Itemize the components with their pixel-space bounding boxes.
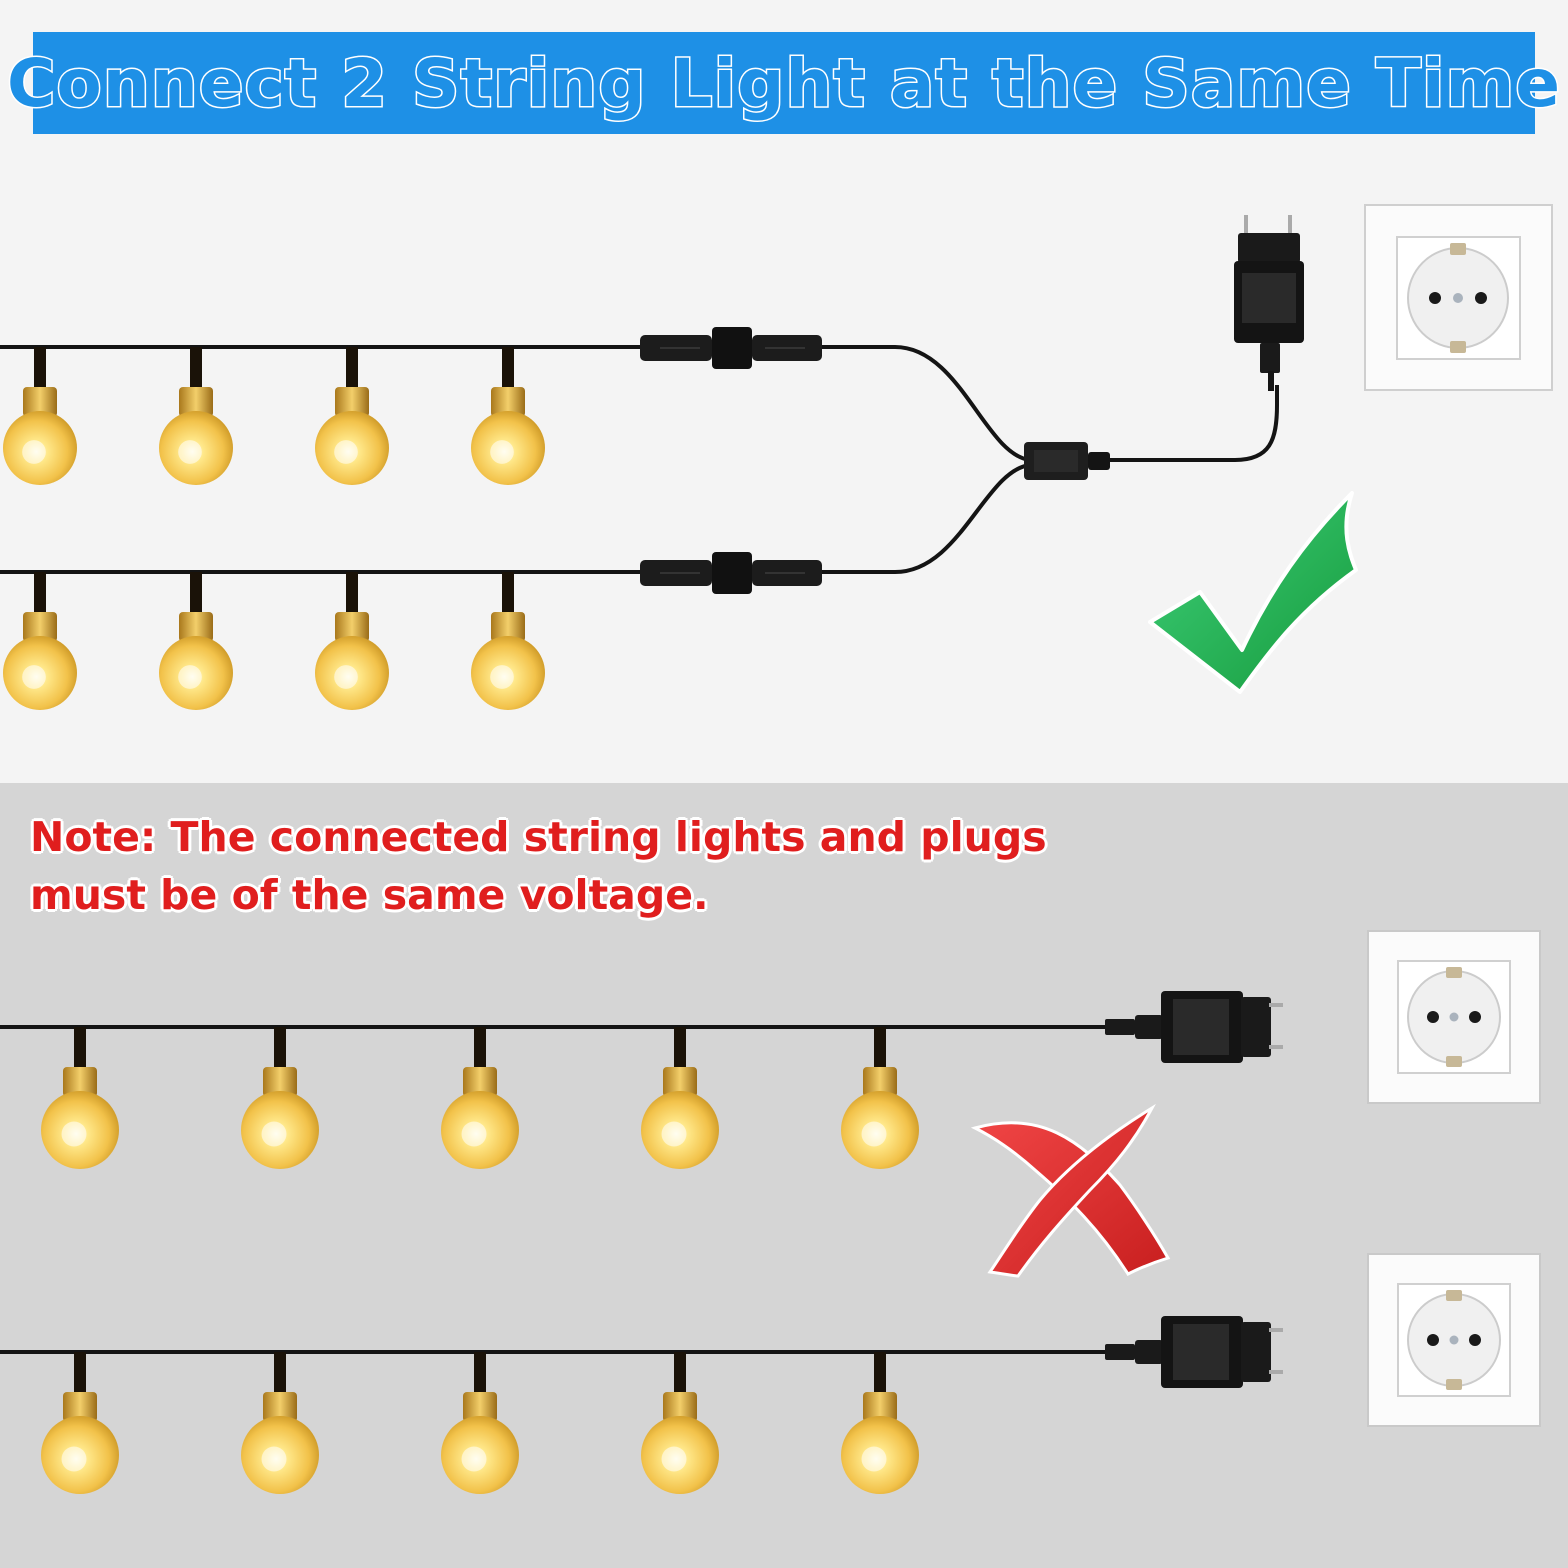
wall-socket-row-4 [1367,1253,1541,1427]
check-mark-icon [1148,491,1358,694]
bulb-group [3,347,919,1494]
globe-bulb-icon [841,1027,919,1169]
globe-bulb-icon [241,1352,319,1494]
splitter-branch-lower [822,463,1031,574]
globe-bulb-icon [3,347,77,485]
voltage-note-line-1: Note: The connected string lights and pl… [30,813,1047,861]
top-wiring [0,345,1279,574]
globe-bulb-icon [441,1027,519,1169]
globe-bulb-icon [3,572,77,710]
splitter-branch-upper [822,345,1031,462]
voltage-note: Note: The connected string lights and pl… [30,808,1090,924]
globe-bulb-icon [841,1352,919,1494]
wall-socket-row-3 [1367,930,1541,1104]
globe-bulb-icon [159,347,233,485]
title-banner: Connect 2 String Light at the Same Time [5,32,1562,134]
globe-bulb-icon [41,1027,119,1169]
page-title: Connect 2 String Light at the Same Time [5,43,1562,123]
y-splitter [1024,442,1110,480]
globe-bulb-icon [41,1352,119,1494]
globe-bulb-icon [315,347,389,485]
globe-bulb-icon [471,572,545,710]
power-adapter-row-4 [1105,1316,1283,1388]
bottom-wiring [0,1025,1160,1354]
voltage-note-line-2: must be of the same voltage. [30,871,709,919]
connector-row-2 [640,552,822,594]
connector-row-1 [640,327,822,369]
power-adapter-row-3 [1105,991,1283,1063]
globe-bulb-icon [441,1352,519,1494]
globe-bulb-icon [315,572,389,710]
globe-bulb-icon [641,1352,719,1494]
power-adapter-icon [1234,215,1304,391]
cross-mark-icon [970,1103,1171,1278]
globe-bulb-icon [471,347,545,485]
globe-bulb-icon [241,1027,319,1169]
globe-bulb-icon [159,572,233,710]
globe-bulb-icon [641,1027,719,1169]
splitter-to-adapter-cable [1100,385,1279,462]
wall-socket-icon [1364,204,1553,391]
